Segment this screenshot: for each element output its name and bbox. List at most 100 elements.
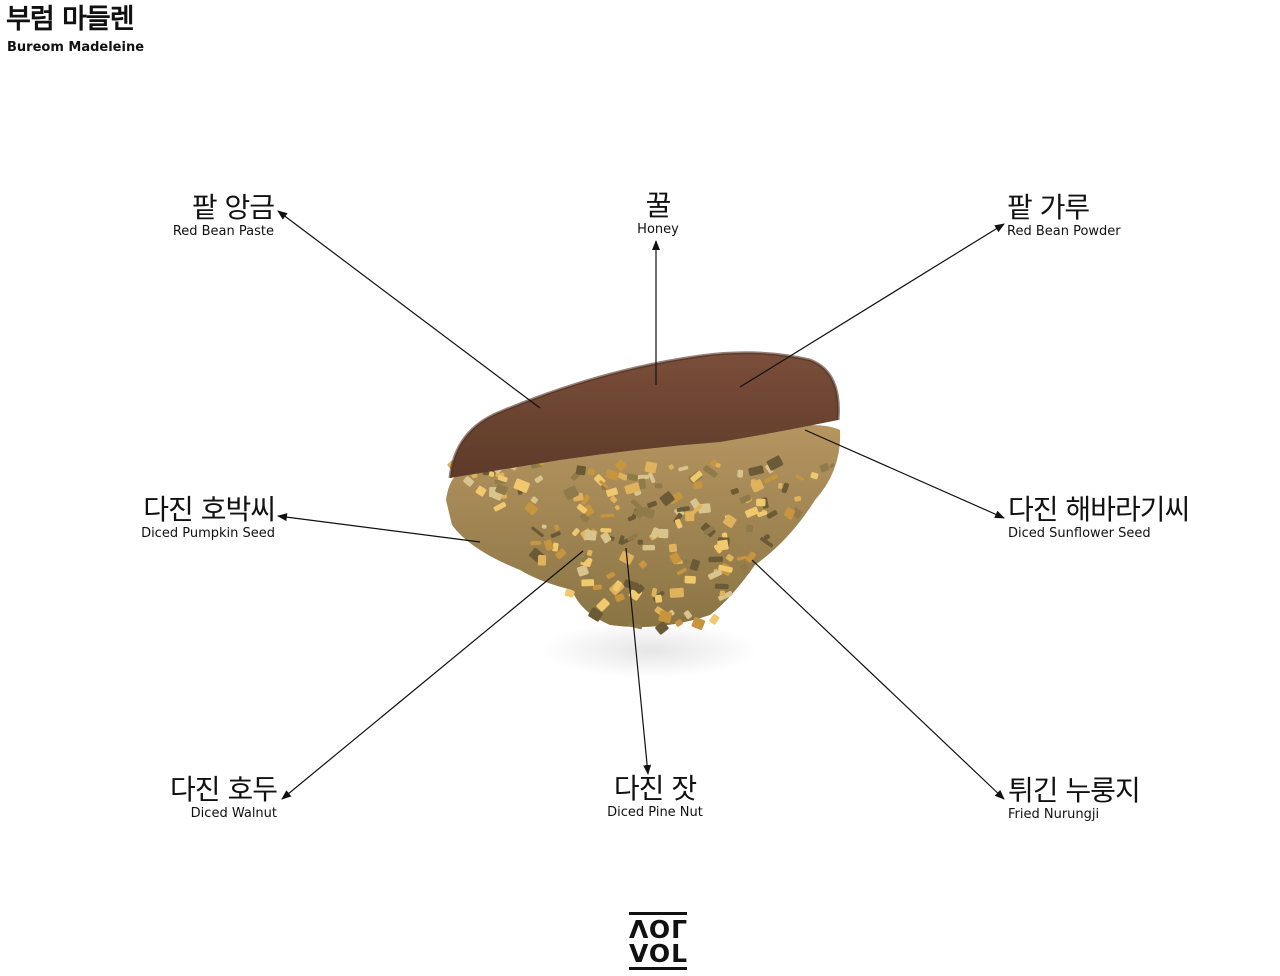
nut-chunk (644, 461, 658, 474)
arrow-red-bean-powder (739, 223, 1005, 388)
nut-chunk (674, 518, 683, 529)
nut-chunk (719, 590, 726, 597)
nut-chunk (531, 526, 544, 538)
nut-chunk (647, 500, 658, 509)
nut-chunk (651, 587, 658, 597)
label-honey-en: Honey (637, 222, 679, 237)
nut-chunk (618, 535, 625, 545)
madeleine-shadow (540, 622, 760, 678)
nut-chunk (626, 473, 638, 482)
nut-chunk (587, 468, 596, 476)
nut-chunk (763, 474, 778, 484)
nut-chunk (756, 498, 766, 507)
nut-chunk (572, 528, 580, 537)
nut-chunk (810, 472, 819, 480)
nut-chunk (623, 579, 639, 591)
nut-chunk (614, 593, 625, 602)
nut-chunk (739, 563, 751, 575)
nut-chunk (631, 499, 641, 509)
nut-chunk (668, 543, 678, 553)
nut-chunk (744, 506, 759, 518)
arrow-diced-walnut (281, 550, 584, 800)
nut-chunk (708, 556, 723, 563)
nut-chunk (600, 513, 615, 518)
label-red-bean-paste: 팥 앙금 Red Bean Paste (172, 192, 275, 240)
nut-chunk (650, 527, 660, 539)
nut-chunk (691, 503, 703, 515)
label-diced-sunflower-seed: 다진 해바라기씨 Diced Sunflower Seed (1008, 493, 1190, 542)
logo-text-flipped: VOL (629, 914, 689, 943)
label-diced-pine-nut-en: Diced Pine Nut (607, 805, 703, 820)
label-diced-pumpkin-seed: 다진 호박씨 Diced Pumpkin Seed (141, 494, 276, 542)
label-diced-pumpkin-seed-en: Diced Pumpkin Seed (141, 526, 275, 541)
nut-chunk (541, 524, 547, 529)
logo-bar-top (629, 912, 687, 915)
nut-chunk (718, 590, 733, 601)
nut-chunk (715, 463, 721, 468)
nut-chunk (624, 482, 641, 495)
nut-chunk (739, 494, 752, 504)
nut-chunk (530, 540, 542, 546)
nut-chunk (627, 515, 636, 522)
label-red-bean-powder-en: Red Bean Powder (1007, 224, 1121, 239)
nut-chunk (563, 485, 579, 501)
nut-chunk (659, 491, 675, 507)
nut-chunk (534, 475, 544, 484)
nut-chunk (658, 528, 669, 539)
nut-chunk (737, 469, 744, 478)
nut-chunk (584, 529, 597, 541)
label-diced-sunflower-seed-en: Diced Sunflower Seed (1008, 526, 1151, 541)
nut-chunk (746, 524, 754, 533)
label-red-bean-powder-ko: 팥 가루 (1007, 191, 1090, 224)
nut-chunk (778, 482, 783, 489)
nut-chunk (690, 470, 703, 483)
nut-chunk (751, 479, 757, 486)
nut-chunk (757, 510, 768, 518)
label-fried-nurungji-en: Fried Nurungji (1008, 807, 1100, 822)
nut-chunk (788, 510, 795, 520)
nut-chunk (555, 548, 567, 560)
nut-chunk (537, 554, 547, 566)
nut-chunk (736, 555, 747, 561)
nut-chunk (829, 463, 835, 468)
nut-chunk (639, 478, 646, 490)
nut-chunk (550, 531, 561, 538)
nut-chunk (579, 513, 590, 523)
nut-chunk (575, 465, 587, 476)
logo-text: VOL (629, 939, 689, 968)
title-korean: 부럼 마들렌 (6, 4, 135, 35)
nut-chunk (714, 583, 729, 590)
nut-chunk (637, 474, 650, 480)
nut-chunk (638, 560, 648, 569)
nut-chunk (708, 569, 723, 580)
nut-chunk (530, 496, 538, 504)
nut-chunk (703, 526, 714, 536)
nut-chunk (628, 622, 643, 630)
label-fried-nurungji: 튀긴 누룽지 Fried Nurungji (1008, 775, 1141, 823)
nut-chunk (610, 495, 618, 503)
arrow-diced-pumpkin-seed (277, 513, 481, 543)
nut-chunk (717, 539, 729, 551)
madeleine-cake (450, 352, 839, 478)
nut-chunk (674, 619, 683, 627)
arrow-diced-pine-nut (625, 547, 652, 775)
nut-chunk (765, 464, 774, 474)
logo-bar-bottom (629, 967, 687, 970)
nut-chunk (703, 465, 718, 478)
arrow-red-bean-paste (277, 210, 541, 409)
madeleine-cake-rim (448, 351, 840, 479)
nut-chunk (669, 552, 682, 565)
nut-chunk (614, 505, 620, 511)
vol-logo: VOL VOL (629, 912, 689, 970)
label-red-bean-paste-en: Red Bean Paste (172, 224, 274, 239)
nut-chunk (655, 621, 669, 635)
label-diced-sunflower-seed-ko: 다진 해바라기씨 (1008, 493, 1190, 526)
nut-chunk (691, 616, 706, 631)
nut-chunk (552, 542, 559, 552)
nut-chunk (581, 579, 595, 587)
nut-chunk (475, 485, 487, 497)
label-diced-pine-nut-ko: 다진 잣 (613, 772, 697, 805)
nut-chunk (513, 478, 530, 493)
nut-chunk (669, 587, 685, 598)
nut-chunk (676, 506, 690, 513)
